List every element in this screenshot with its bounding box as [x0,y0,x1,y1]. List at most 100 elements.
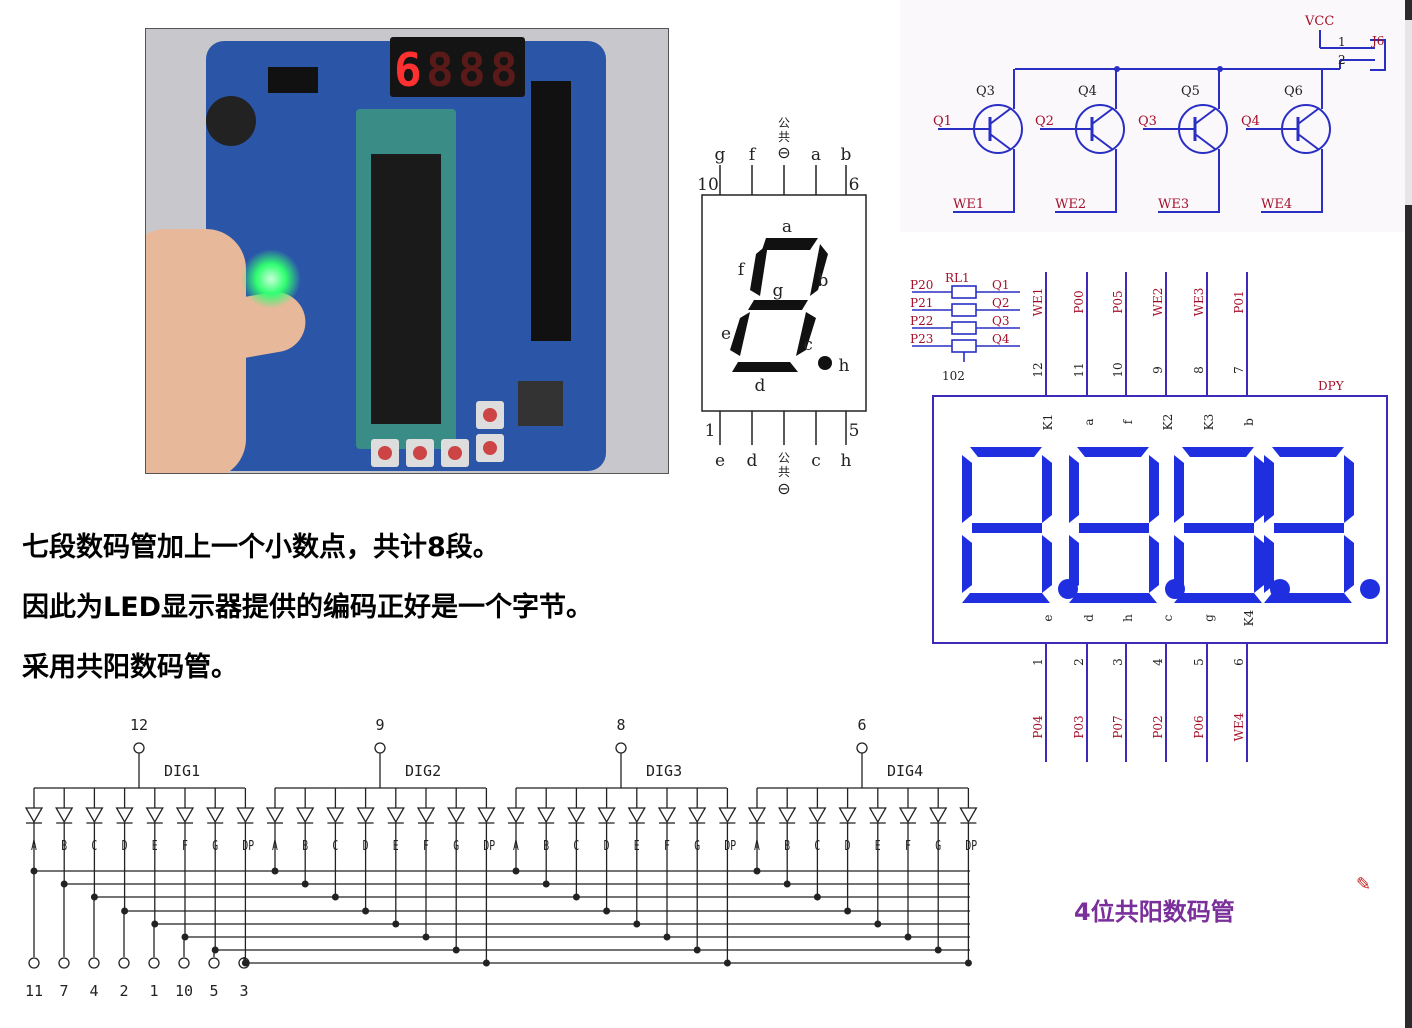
segment-label: C [573,838,579,854]
pin-header [531,81,571,341]
board-photo: 6 8 8 8 [145,28,669,474]
led-diode [477,807,496,824]
dpy-top-net: WE2 [1151,288,1165,317]
junction-dot [813,893,821,901]
bottom-pin-number: 4 [89,982,98,1000]
segment [962,535,972,593]
segment-label: G [212,838,218,854]
junction-dot [723,959,731,967]
dpy-bottom-pin-name: K4 [1242,609,1256,626]
led-diode [868,807,887,824]
pin-number: 6 [849,175,860,195]
group-name: DIG2 [405,762,441,780]
led-diode [265,807,285,824]
dpy-bottom-pin-number: 6 [1232,658,1246,666]
dpy-bottom-pin-number: 1 [1031,658,1045,666]
common-label: ⊖ [777,143,790,162]
group-name: DIG1 [164,762,200,780]
connector-pin: 2 [1338,53,1346,67]
bottom-pin-number: 7 [59,982,68,1000]
segment-label: DP [965,838,977,854]
buzzer [206,96,256,146]
segment-label: D [845,838,851,854]
led-diode [747,807,767,824]
collector-wire [1158,149,1220,213]
dpy-bottom-net: P03 [1072,715,1086,738]
segment-label: A [754,838,760,854]
segment-label: a [782,217,792,237]
segment-label: b [818,271,829,291]
transistor-base-label: Q4 [1241,114,1260,129]
transistor-name: Q5 [1181,84,1200,99]
dpy-bottom-pin-name: d [1082,614,1096,622]
display-digit-8 [1174,447,1290,603]
junction-dot [693,946,701,954]
bottom-pin-number: 3 [239,982,248,1000]
bottom-pin [178,957,190,969]
junction-dot [331,893,339,901]
net-label: WE4 [1261,197,1292,212]
display-digit: 8 [490,43,518,97]
scrollbar-track[interactable] [1405,0,1412,1028]
caption: 4位共阳数码管 [1074,898,1235,926]
junction-dot [452,946,460,954]
scrollbar-thumb[interactable] [1405,20,1412,205]
junction-dot [482,959,490,967]
pin-header-small [518,381,563,426]
segment [1182,447,1254,457]
common-label: 共 [778,465,790,479]
dpy-label: DPY [1318,379,1345,393]
pin-label: g [715,145,726,165]
dpy-bottom-net: P04 [1031,715,1045,739]
transistor-collector [1297,133,1319,150]
led-diode [688,807,707,824]
bottom-pin [148,957,160,969]
transistor-name: Q3 [976,84,995,99]
junction-dot [874,920,882,928]
led-diode [597,807,616,824]
segment-label: DP [483,838,495,854]
rn-input: P21 [910,296,933,310]
led-diode [115,807,134,824]
segment [1174,593,1262,603]
mcu-chip [371,154,441,424]
display-digit: 6 [394,43,422,97]
junction-dot [151,920,159,928]
bottom-pin [58,957,70,969]
dpy-top-pin-name: a [1082,418,1096,425]
rn-output: Q4 [992,332,1010,346]
common-pin [374,742,386,754]
transistor-name: Q6 [1284,84,1303,99]
segment [1149,455,1159,523]
four-digit-display-box [932,395,1388,644]
bottom-pin-number: 5 [209,982,218,1000]
display-digit: 8 [426,43,454,97]
segment-label: C [814,838,820,854]
segment-label: F [423,838,429,854]
segment-label: A [513,838,519,854]
segment [1077,447,1149,457]
dpy-top-pin-name: K3 [1202,414,1216,431]
transistor-emitter [1194,108,1216,125]
segment-label: F [182,838,188,854]
junction-dot [392,920,400,928]
segment-label: D [604,838,610,854]
led-diode [778,807,797,824]
segment [1069,593,1157,603]
push-button [406,439,434,467]
segment [1254,455,1264,523]
junction-dot [301,880,309,888]
segment-label: e [721,324,731,344]
junction-dot [211,946,219,954]
pin-label: h [841,451,852,471]
dpy-top-net: WE1 [1031,288,1045,317]
net-label: WE1 [953,197,984,212]
junction-dot [181,933,189,941]
transistor-base-label: Q3 [1138,114,1157,129]
display-digit-8 [1069,447,1185,603]
junction-dot [904,933,912,941]
junction-dot [964,959,972,967]
bottom-pin-number: 10 [175,982,193,1000]
segment-label: D [363,838,369,854]
